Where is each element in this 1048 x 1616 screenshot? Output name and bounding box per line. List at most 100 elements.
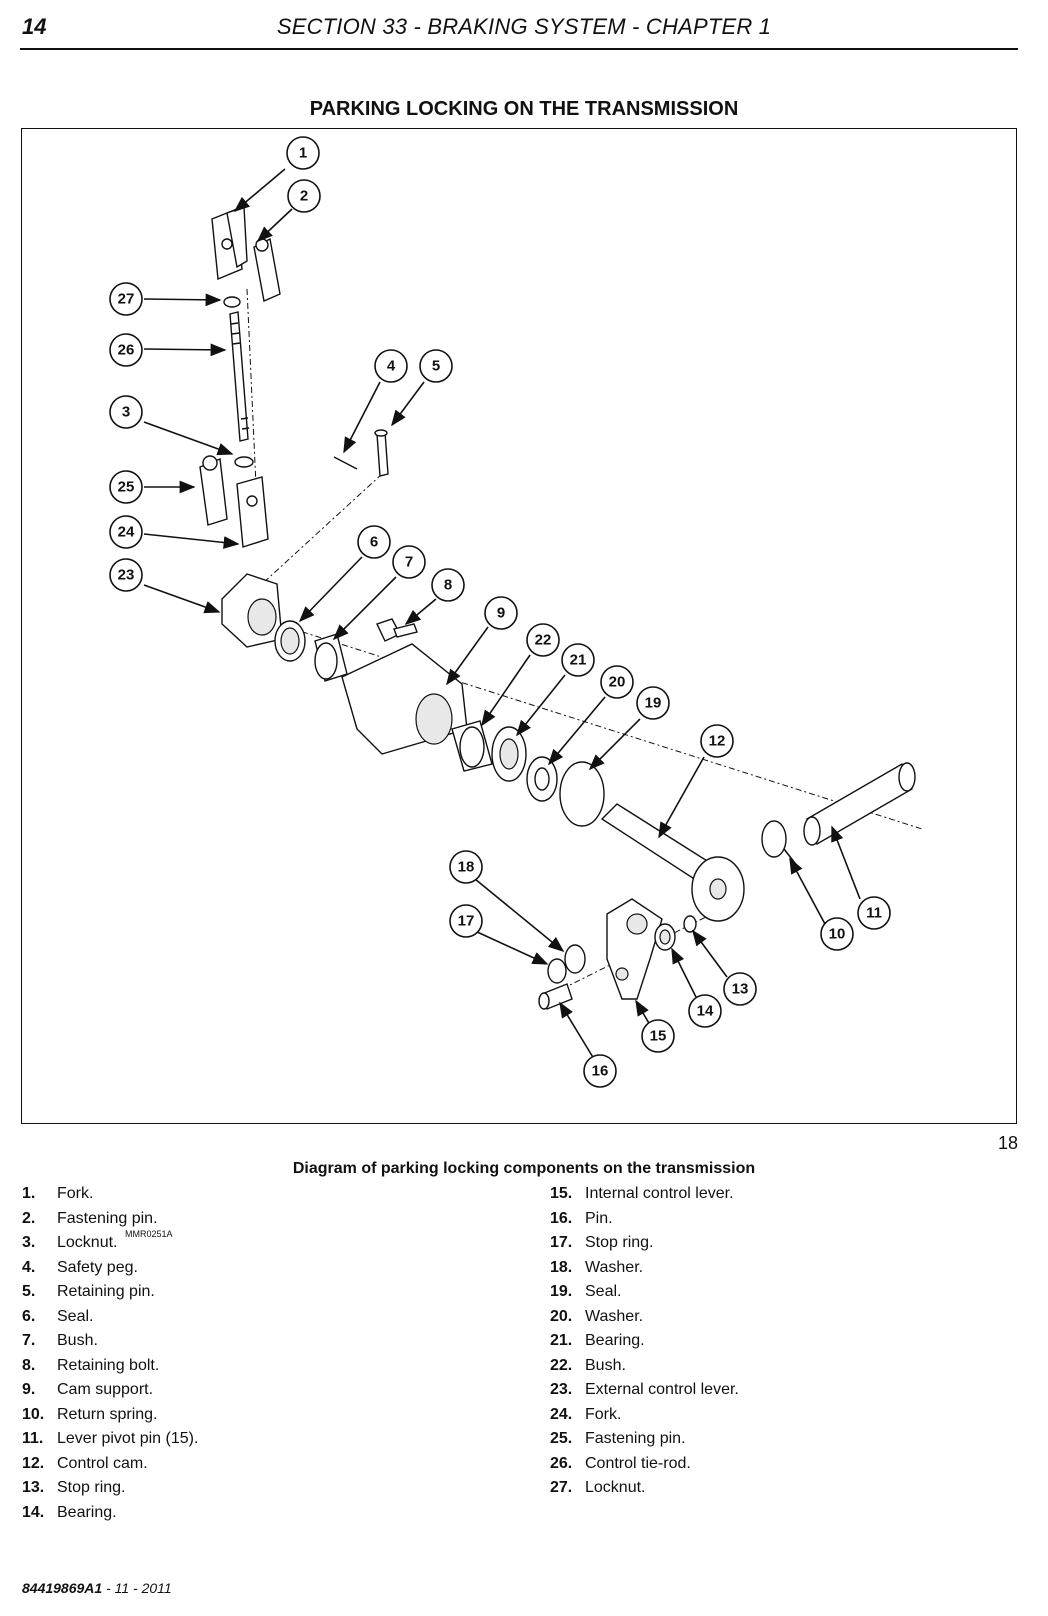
part-stop-ring-13: [683, 915, 697, 933]
legend-item: 20. Washer.: [550, 1305, 739, 1330]
axis-pin: [261, 473, 383, 585]
part-cam-support: [341, 643, 468, 755]
legend-num: 15.: [550, 1185, 573, 1202]
leader-2: [256, 208, 293, 243]
part-fastening-pin-top: [253, 237, 281, 302]
callout-7: 7: [392, 545, 426, 579]
legend-item: 8.Retaining bolt.: [22, 1354, 198, 1379]
callout-20: 20: [600, 665, 634, 699]
legend-item: 10.Return spring.: [22, 1403, 198, 1428]
callout-label: 14: [697, 1003, 714, 1020]
part-stop-ring-17: [547, 958, 567, 984]
legend-text: Fork.: [585, 1405, 622, 1423]
callout-label: 1: [299, 145, 307, 162]
legend-item: 16.Pin.: [550, 1207, 739, 1232]
legend-text: Bush.: [57, 1332, 98, 1349]
callout-label: 15: [650, 1028, 667, 1045]
legend-text: Seal.: [585, 1283, 622, 1300]
legend-num: 24.: [550, 1405, 573, 1423]
callout-24: 24: [109, 515, 143, 549]
part-lever-pivot-pin: [803, 762, 916, 846]
legend-text: Seal.: [57, 1307, 94, 1325]
part-fastening-pin-bottom: [199, 455, 228, 526]
legend-item: 9.Cam support.: [22, 1378, 198, 1403]
legend-num: 4.: [22, 1258, 36, 1276]
legend-item: 1.Fork.: [22, 1182, 198, 1207]
legend-item: 24. Fork.: [550, 1403, 739, 1428]
legend-text: Washer.: [585, 1307, 644, 1325]
legend-num: 19.: [550, 1283, 573, 1300]
callout-label: 24: [118, 524, 135, 541]
header-rule: [20, 48, 1018, 50]
leader-24: [143, 533, 240, 549]
leader-7: [332, 576, 397, 641]
callout-label: 23: [118, 567, 135, 584]
legend-text: Stop ring.: [57, 1479, 126, 1496]
callout-17: 17: [449, 904, 483, 938]
figure-caption: Diagram of parking locking components on…: [292, 1160, 756, 1177]
part-external-lever: [221, 573, 283, 648]
legend-item: 18.Washer.: [550, 1256, 739, 1281]
leader-5: [391, 381, 425, 427]
legend-num: 7.: [22, 1332, 36, 1349]
legend-num: 18.: [550, 1258, 573, 1276]
leader-16: [559, 1001, 595, 1060]
legend-num: 11.: [22, 1430, 44, 1447]
leader-4: [343, 381, 381, 454]
legend-num: 27.: [550, 1479, 573, 1496]
legend-num: 6.: [22, 1307, 36, 1325]
footer-doc-code: 84419869A1: [22, 1580, 103, 1596]
callout-label: 19: [645, 695, 662, 712]
callout-21: 21: [561, 643, 595, 677]
legend-text: Bearing.: [585, 1332, 645, 1349]
legend-text: Safety peg.: [57, 1258, 138, 1276]
legend-num: 2.: [22, 1209, 36, 1227]
legend-item: 22.Bush.: [550, 1354, 739, 1379]
callout-label: 3: [122, 404, 130, 421]
leader-9: [446, 626, 489, 686]
legend-text: Locknut.: [585, 1479, 646, 1496]
callout-15: 15: [641, 1019, 675, 1053]
callout-label: 21: [570, 652, 587, 669]
axis-main: [261, 618, 923, 830]
callout-27: 27: [109, 282, 143, 316]
part-retaining-pin: [374, 429, 389, 477]
callout-5: 5: [419, 349, 453, 383]
leader-6: [298, 556, 363, 623]
part-return-spring: [761, 820, 799, 868]
legend-text: Bush.: [585, 1356, 626, 1374]
callout-label: 13: [732, 981, 749, 998]
leader-13: [692, 929, 728, 978]
leader-27: [143, 293, 222, 307]
legend-text: Control cam.: [57, 1454, 148, 1472]
legend-num: 17.: [550, 1234, 573, 1251]
callout-3: 3: [109, 395, 143, 429]
part-bolt: [376, 618, 418, 642]
callout-13: 13: [723, 972, 757, 1006]
leader-14: [671, 947, 698, 1000]
callout-label: 17: [458, 913, 475, 930]
legend-item: 3. Locknut.: [22, 1231, 198, 1256]
legend-num: 21.: [550, 1332, 573, 1349]
legend-num: 20.: [550, 1307, 573, 1325]
legend-item: 26.Control tie-rod.: [550, 1452, 739, 1477]
callout-6: 6: [357, 525, 391, 559]
legend-text: Locknut.: [57, 1234, 118, 1251]
part-fork-top: [211, 206, 248, 281]
legend-left-column: 1.Fork. 2.Fastening pin. 3.Locknut. 4.Sa…: [22, 1182, 198, 1525]
callout-8: 8: [431, 568, 465, 602]
leader-23: [143, 584, 221, 614]
callout-label: 4: [387, 358, 396, 375]
part-fork-bottom: [236, 476, 269, 548]
legend-num: 23.: [550, 1381, 573, 1398]
legend-num: 9.: [22, 1381, 36, 1398]
figure-number: 18: [997, 1133, 1018, 1153]
legend-num: 3.: [22, 1234, 36, 1251]
legend-item: 15.Internal control lever.: [550, 1182, 739, 1207]
leader-17: [474, 930, 549, 965]
callout-label: 22: [535, 632, 552, 649]
callout-label: 25: [118, 479, 135, 496]
legend-item: 13.Stop ring.: [22, 1476, 198, 1501]
legend-text: Retaining pin.: [57, 1283, 155, 1300]
legend-item: 14.Bearing.: [22, 1501, 198, 1526]
